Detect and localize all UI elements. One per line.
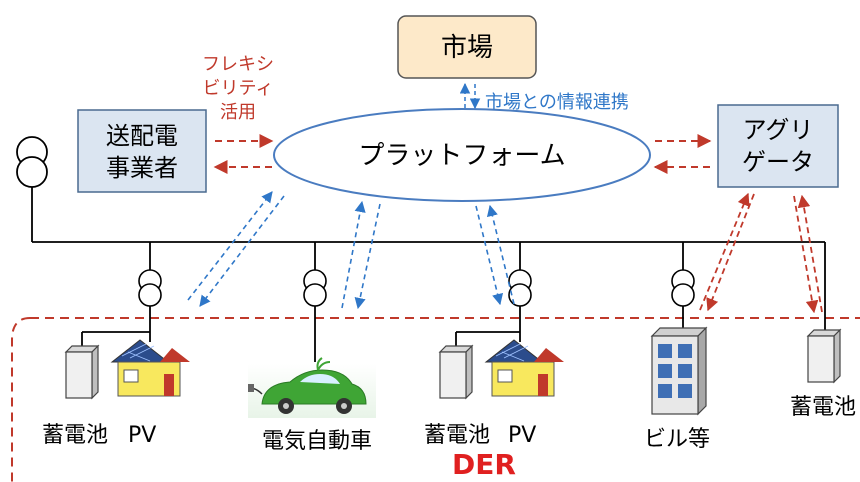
battery-icon: [64, 344, 100, 400]
transformer-icon: [303, 269, 327, 307]
platform-label: プラットフォーム: [358, 141, 565, 171]
platform-aggregator-arrows: [653, 134, 712, 174]
pv-label: PV: [128, 423, 156, 448]
aggregator-box: [717, 104, 839, 188]
grid-lines: [31, 186, 826, 362]
house-pv-icon: [484, 339, 564, 397]
battery-label: 蓄電池: [790, 395, 856, 420]
flex-label-line1: フレキシ: [202, 54, 274, 75]
flex-label-line2: ビリティ: [203, 78, 274, 99]
main-transformer-icon: [16, 136, 48, 188]
transformer-icon: [671, 269, 695, 307]
platform-der-arrows: [187, 191, 515, 310]
platform-ellipse: [273, 108, 651, 202]
market-box: [397, 15, 537, 79]
aggregator-der-arrows: [699, 192, 823, 314]
tso-label-line2: 事業者: [106, 154, 178, 182]
flex-label-line3: 活用: [220, 102, 256, 123]
building-label: ビル等: [644, 427, 710, 452]
battery-icon: [438, 344, 474, 400]
der-boundary: [11, 317, 860, 482]
ev-icon: [248, 357, 376, 418]
house-pv-icon: [110, 339, 190, 397]
pv-label: PV: [508, 423, 536, 448]
aggregator-label-line1: アグリ: [743, 116, 814, 144]
building-icon: [650, 326, 708, 416]
der-title: DER: [452, 448, 516, 481]
battery-label: 蓄電池: [424, 423, 490, 448]
transformer-icon: [138, 269, 162, 307]
market-label: 市場: [441, 33, 493, 63]
tso-label-line1: 送配電: [106, 122, 178, 150]
ev-label: 電気自動車: [262, 429, 372, 454]
battery-icon: [806, 328, 842, 384]
market-platform-arrows: [459, 82, 481, 110]
transformer-icon: [508, 269, 532, 307]
aggregator-label-line2: ゲータ: [742, 148, 814, 176]
market-link-label: 市場との情報連携: [485, 92, 629, 113]
tso-platform-arrows: [213, 134, 274, 174]
battery-label: 蓄電池: [42, 423, 108, 448]
tso-box: [77, 109, 207, 193]
